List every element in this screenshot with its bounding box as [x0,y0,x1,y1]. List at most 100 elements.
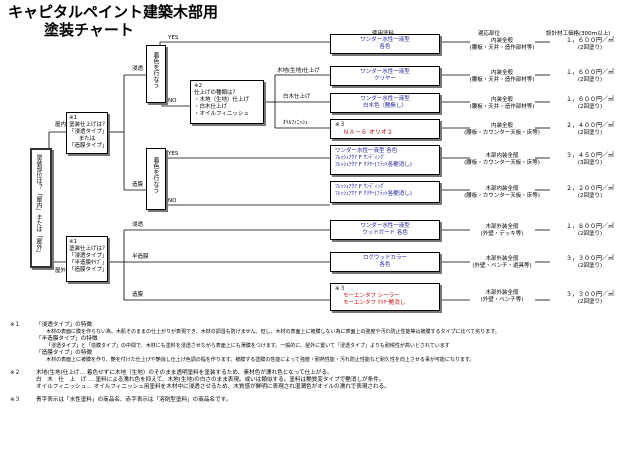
product-name: ＮＡ－６ オリオ２ [343,129,393,136]
color-question-text: 着色を行なう [152,157,159,193]
price-row3: １，６００円／㎡(2回塗り) [550,96,630,111]
header-location: 適応部位 [478,31,501,37]
edge-film: 造膜 [132,182,144,188]
product-name: ワンダー水性一液型 [360,37,410,43]
location-line: 内装全般 [490,97,513,103]
location-line: 木部内装全般 [485,186,519,192]
price-value: １，６００円／㎡ [565,96,614,103]
edge-penetrate2: 浸透 [132,222,144,228]
edge-no2: NO [168,198,177,204]
product-name: クリヤー [373,76,396,82]
price-coats: (2回塗り) [577,231,603,237]
edge-outdoor: 屋外 [55,268,67,274]
product-name: モーエンタフ ｸﾘﾔｰ艶消し [343,300,406,306]
location-row9: 木部外装全般(外壁・ベンチ等) [462,290,542,304]
product-name: ログウッドカラー [362,255,407,261]
edge-yes2: YES [168,151,179,157]
product-box-row2: ワンダー水性一液型 クリヤー [330,66,440,86]
product-name: ﾌﾚｯｼｭｱｸｱ F ｻﾝﾃﾞｨﾝｸﾞ [335,155,386,161]
location-row2: 内装全般(腰板・天井・造作部材等) [462,70,542,84]
q2-line: 塗装仕上げは？ [69,246,108,252]
product-box-row8: ログウッドカラー 各色 [330,252,440,272]
location-row5: 木部内装全般(腰板・カウンター天板・床等) [462,153,542,167]
product-name: ウッドガード 各色 [362,230,408,236]
outdoor-type-question: ※1 塗装仕上げは？ 「浸透タイプ」 「半造膜ﾀｲﾌﾟ」 「造膜タイプ」 [66,236,108,282]
price-coats: (2回塗り) [577,263,603,269]
q1-note: ※1 [69,115,78,121]
product-name: ﾌﾚｯｼｭｱｸｱ F ｸﾘﾔｰ(ﾌﾗｯﾄ各艶消し) [335,191,412,197]
product-box-row7: ワンダー水性一液型 ウッドガード 各色 [330,220,440,240]
color-question-film: 着色を行なう [146,148,166,210]
location-line: (腰板・カウンター天板・床等) [464,160,540,166]
footnote: 「浸透タイプ」と「造膜タイプ」の中間で、木材にも塗料を浸透させながら表面上にも薄… [46,343,450,349]
product-name: ワンダー水性一液型 各色 [335,148,398,154]
price-value: ３，３００円／㎡ [565,255,614,262]
chart-title-line2: 塗装チャート [44,21,134,39]
footnote: 木材の表面に膜を作らない為、木肌そのままの仕上がりが表現でき、木材の調湿も防げま… [46,329,500,335]
product-box-row1: ワンダー水性一液型 各色 [330,34,440,54]
product-box-row5: ワンダー水性一液型 各色 ﾌﾚｯｼｭｱｸｱ F ｻﾝﾃﾞｨﾝｸﾞ ﾌﾚｯｼｭｱｸ… [330,145,440,175]
location-row4: 内装全般(腰板・カウンター天板・床等) [462,123,542,137]
location-line: (腰板・カウンター天板・床等) [464,130,540,136]
edge-whitewood: 白木仕上げ [283,94,311,100]
q2-line: 「半造膜ﾀｲﾌﾟ」 [69,260,108,266]
header-coverage: 設計材工価格(300ｍ以上) [546,31,611,37]
location-row8: 木部外装全般(外壁・ベンチ・遊具等) [462,256,542,270]
price-coats: (2回塗り) [577,77,603,83]
location-line: (腰板・天井・造作部材等) [469,45,535,51]
price-value: ３，４５０円／㎡ [565,152,614,159]
edge-yes1: YES [168,35,179,41]
price-value: １，８００円／㎡ [565,223,614,230]
q2-note: ※1 [69,239,78,245]
finish-line: ・オイルフィニッシュ [194,111,249,117]
color-question-text: 着色を行なう [152,52,159,88]
product-name: モーエンタフ シーラー [343,293,400,299]
edge-semi: 半造膜 [132,254,149,260]
location-line: (外壁・ベンチ・遊具等) [472,263,532,269]
price-coats: (2回塗り) [577,193,603,199]
product-box-row6: ﾌﾚｯｼｭｱｸｱ F ｻﾝﾃﾞｨﾝｸﾞ ﾌﾚｯｼｭｱｸｱ F ｸﾘﾔｰ(ﾌﾗｯﾄ… [330,181,440,203]
footnote: 白 木 仕 上 げ … 塗料による濡れ色を抑えて、木地(生地)の白さのまま表現。… [36,377,385,383]
location-line: 内装全般 [490,70,513,76]
footnotes: ※１「浸透タイプ」の特徴 木材の表面に膜を作らない為、木肌そのままの仕上がりが表… [10,322,634,404]
finish-line: ・木地（生地）仕上げ [194,97,250,103]
location-line: 木部外装全般 [485,256,519,262]
price-row4: ２，４００円／㎡(2回塗り) [550,122,630,137]
footnote: 「造膜タイプ」の特徴 [36,350,92,356]
location-line: 木部外装全般 [485,290,519,296]
footnote: 木材の表面上に被膜を作り、艶を付けた仕上げや艶消し仕上げ色調の幅を作ります。被膜… [46,357,475,363]
location-row1: 内装全般(腰板・天井・造作部材等) [462,38,542,52]
price-row9: ３，３００円／㎡(2回塗り) [550,291,630,306]
product-name: 各色 [379,262,391,268]
product-name: ワンダー水性一液型 [360,223,410,229]
price-value: １，６００円／㎡ [565,37,614,44]
price-row2: １，６００円／㎡(2回塗り) [550,69,630,84]
location-row7: 木部外装全般(外壁・デッキ等) [462,224,542,238]
product-name: ﾌﾚｯｼｭｱｸｱ F ｸﾘﾔｰ(ﾌﾗｯﾄ各艶消し) [335,162,412,168]
product-box-row3: ワンダー水性一液型 白木色（艶無し） [330,93,440,113]
product-name: ワンダー水性一液型 [360,69,410,75]
footnote: 「半造膜タイプ」の特徴 [36,336,98,342]
finish-type-question: ※2 仕上げの種類は？ ・木地（生地）仕上げ ・白木仕上げ ・オイルフィニッシュ [190,80,264,124]
location-line: 木部外装全般 [485,224,519,230]
product-box-row9: ※３ モーエンタフ シーラー モーエンタフ ｸﾘﾔｰ艶消し [330,283,440,311]
price-row5: ３，４５０円／㎡(3回塗り) [550,152,630,167]
product-name: ﾌﾚｯｼｭｱｸｱ F ｻﾝﾃﾞｨﾝｸﾞ [335,184,386,190]
product-name: ワンダー水性一液型 [360,96,410,102]
product-name: 各色 [379,44,391,50]
location-row3: 内装全般(腰板・天井・造作部材等) [462,97,542,111]
footnote: オイルフィニッシュ… オイルフィニッシュ用塗料を木材中に浸透させるため、木質感が… [36,384,390,390]
q2-line: 「造膜タイプ」 [69,267,108,273]
price-row7: １，８００円／㎡(2回塗り) [550,223,630,238]
product-name: 白木色（艶無し） [362,103,407,109]
edge-no1: NO [168,98,177,104]
price-value: ２，４００円／㎡ [565,122,614,129]
price-value: １，６００円／㎡ [565,69,614,76]
price-coats: (2回塗り) [577,45,603,51]
q1-line: または [78,136,96,142]
location-line: (腰板・カウンター天板・床等) [464,193,540,199]
finish-line: 仕上げの種類は？ [194,90,239,96]
price-coats: (2回塗り) [577,104,603,110]
